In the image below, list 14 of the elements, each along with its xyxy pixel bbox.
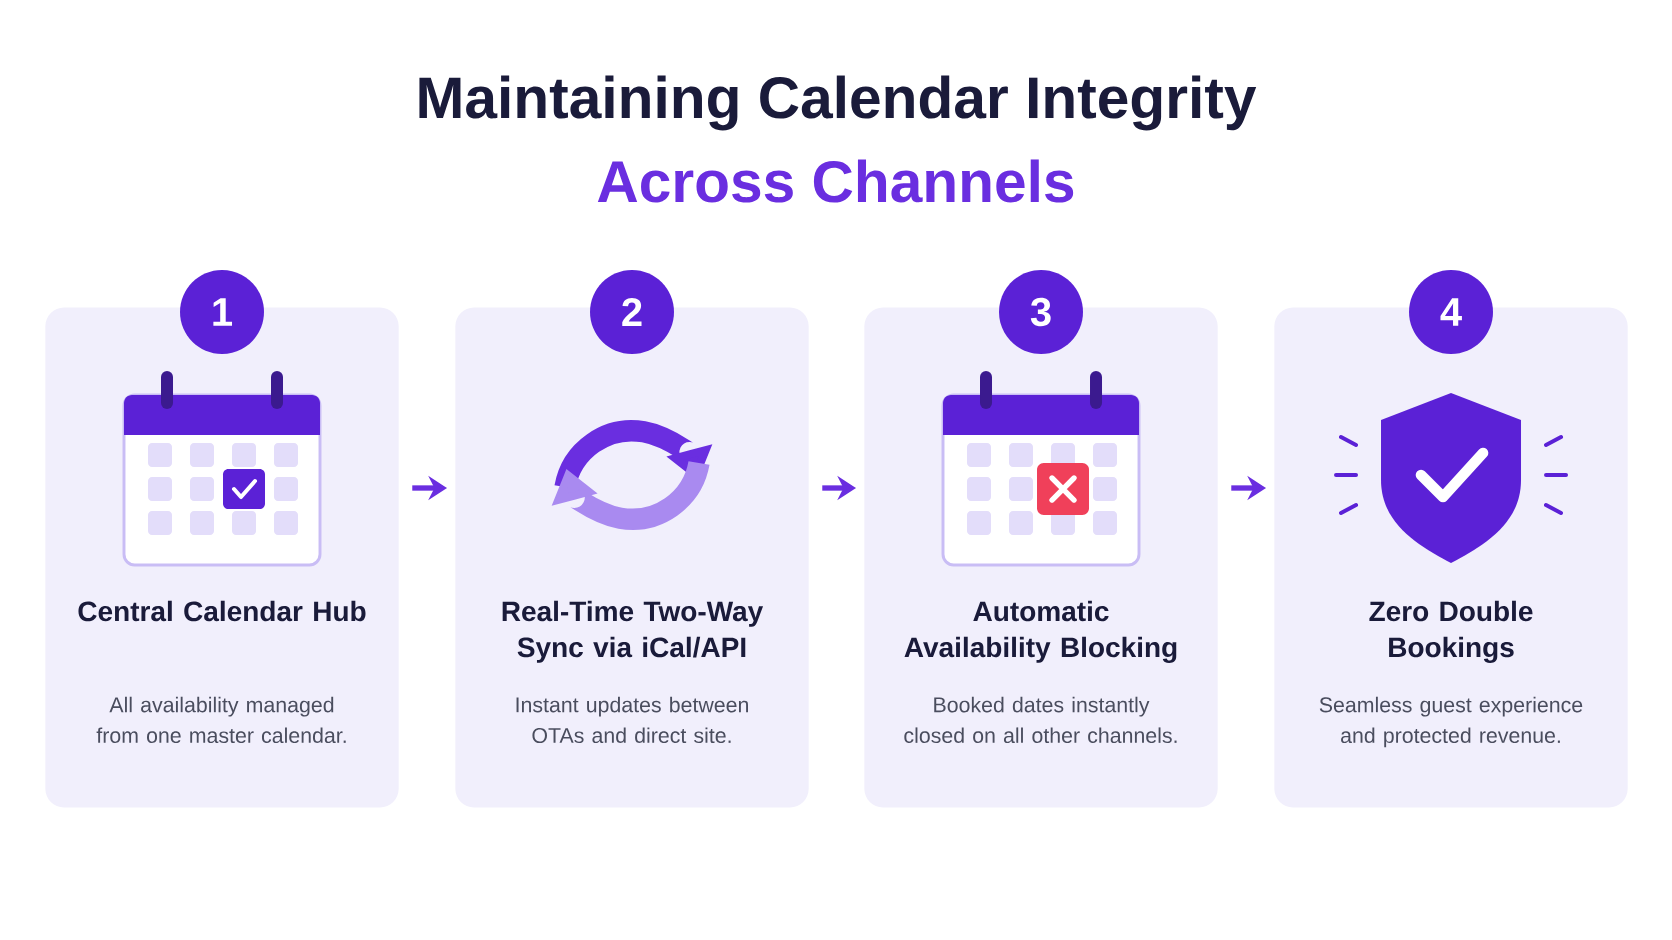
step-number: 3 xyxy=(999,270,1083,354)
card-heading: Automatic Availability Blocking xyxy=(904,600,1177,663)
title: Maintaining Calendar Integrity xyxy=(419,75,1257,131)
card-heading: Real-Time Two-Way Sync via iCal/API xyxy=(502,600,764,663)
step-number: 2 xyxy=(590,270,674,354)
card-heading: Zero Double Bookings xyxy=(1369,600,1533,663)
card-description: Instant updates between OTAs and direct site. xyxy=(516,696,748,744)
subtitle: Across Channels xyxy=(597,159,1074,203)
card-description: Seamless guest experience and protected revenue. xyxy=(1319,696,1583,748)
card-heading: Central Calendar Hub xyxy=(78,600,366,622)
card-description: Booked dates instantly closed on all other channels. xyxy=(904,696,1177,744)
step-number: 1 xyxy=(180,270,264,354)
card-description: All availability managed from one master calendar. xyxy=(96,696,346,744)
step-number: 4 xyxy=(1409,270,1493,354)
